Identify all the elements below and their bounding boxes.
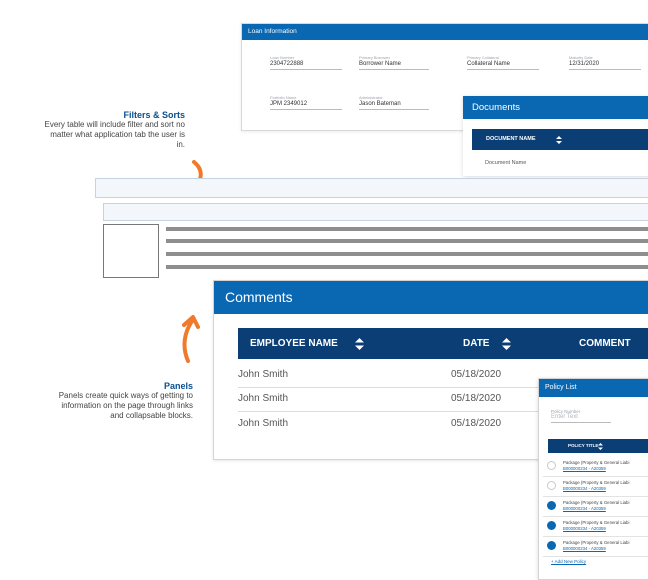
field-value: Collateral Name (467, 61, 539, 70)
policy-list-panel: Policy List Policy Number Enter Text POL… (538, 378, 648, 580)
callout-title: Panels (163, 381, 193, 391)
policy-title: Package (Property & General Liabi (563, 480, 630, 485)
sort-icon[interactable] (502, 338, 511, 350)
policy-number-field[interactable]: Policy Number Enter Text (551, 409, 611, 423)
table-row[interactable]: John Smith 05/18/2020 (238, 412, 548, 436)
policy-link[interactable]: B000000234 - A20359 (563, 546, 606, 551)
field-value: Jason Bateman (359, 101, 429, 110)
table-row[interactable]: John Smith 05/18/2020 (238, 387, 548, 412)
checkbox-unchecked-icon[interactable] (547, 461, 556, 470)
sort-icon[interactable] (556, 136, 562, 144)
employee-name-cell: John Smith (238, 393, 289, 404)
filters-callout: Filters & Sorts Every table will include… (40, 110, 185, 150)
list-item[interactable]: Package (Property & General Liabi B00000… (543, 456, 648, 477)
date-cell: 05/18/2020 (451, 369, 502, 380)
field-value: Borrower Name (359, 61, 429, 70)
comments-title: Comments (214, 281, 648, 314)
checkbox-checked-icon[interactable] (547, 521, 556, 530)
loan-information-title: Loan Information (242, 24, 648, 40)
employee-name-column-header[interactable]: EMPLOYEE NAME (250, 338, 338, 349)
policy-title: Package (Property & General Liabi (563, 500, 630, 505)
field-value: 12/31/2020 (569, 61, 641, 70)
field-label: Maturity Date (569, 55, 593, 60)
primary-borrower-field[interactable]: Primary Borrower Borrower Name (359, 55, 429, 70)
comments-table-header: EMPLOYEE NAME DATE COMMENT (238, 328, 648, 359)
wireframe-panel-box (103, 224, 159, 278)
column-header-label: DOCUMENT NAME (486, 136, 536, 142)
policy-link[interactable]: B000000234 - A20359 (563, 466, 606, 471)
add-new-policy-link[interactable]: + Add New Policy (551, 559, 587, 564)
table-row[interactable]: John Smith 05/18/2020 (238, 363, 548, 388)
sort-icon[interactable] (598, 443, 603, 450)
list-item[interactable]: Package (Property & General Liabi B00000… (543, 496, 648, 517)
comment-column-header[interactable]: COMMENT (579, 338, 631, 349)
sort-icon[interactable] (355, 338, 364, 350)
list-item[interactable]: Package (Property & General Liabi B00000… (543, 516, 648, 537)
wireframe-line (166, 265, 648, 269)
maturity-date-field[interactable]: Maturity Date 12/31/2020 (569, 55, 641, 70)
policy-title: Package (Property & General Liabi (563, 520, 630, 525)
date-cell: 05/18/2020 (451, 393, 502, 404)
column-header-label: POLICY TITLE (568, 443, 599, 448)
checkbox-unchecked-icon[interactable] (547, 481, 556, 490)
wireframe-line (166, 227, 648, 231)
field-label: Primary Borrower (359, 55, 391, 60)
document-name-column-header[interactable]: DOCUMENT NAME (472, 129, 648, 150)
policy-link[interactable]: B000000234 - A20359 (563, 526, 606, 531)
field-label: Policy Number (551, 409, 581, 414)
field-label: Loan Number (270, 55, 295, 60)
wireframe-line (166, 239, 648, 243)
callout-text: Every table will include filter and sort… (44, 120, 185, 149)
field-label: Portfolio Name (270, 95, 297, 100)
wireframe-toolbar (95, 178, 648, 198)
policy-list-title: Policy List (539, 379, 648, 397)
documents-title: Documents (463, 96, 648, 119)
field-label: Administrator (359, 95, 383, 100)
employee-name-cell: John Smith (238, 369, 289, 380)
comments-panel: Comments EMPLOYEE NAME DATE COMMENT John… (213, 280, 648, 460)
policy-number-input[interactable]: Enter Text (551, 414, 611, 423)
date-column-header[interactable]: DATE (463, 338, 490, 349)
policy-link[interactable]: B000000234 - A20359 (563, 486, 606, 491)
callout-title: Filters & Sorts (123, 110, 185, 120)
field-label: Primary Collateral (467, 55, 499, 60)
policy-title: Package (Property & General Liabi (563, 540, 630, 545)
administrator-field[interactable]: Administrator Jason Bateman (359, 95, 429, 110)
employee-name-cell: John Smith (238, 418, 289, 429)
date-cell: 05/18/2020 (451, 418, 502, 429)
arrow-up-icon (182, 315, 200, 363)
list-item[interactable]: Package (Property & General Liabi B00000… (543, 536, 648, 557)
callout-text: Panels create quick ways of getting to i… (58, 391, 193, 420)
list-item[interactable]: Package (Property & General Liabi B00000… (543, 476, 648, 497)
policy-title: Package (Property & General Liabi (563, 460, 630, 465)
checkbox-checked-icon[interactable] (547, 541, 556, 550)
field-value: JPM 2349012 (270, 101, 342, 110)
loan-number-field[interactable]: Loan Number 2304722888 (270, 55, 342, 70)
documents-panel: Documents DOCUMENT NAME Document Name (463, 96, 648, 176)
loan-information-panel: Loan Information Loan Number 2304722888 … (241, 23, 648, 131)
policy-title-column-header[interactable]: POLICY TITLE (548, 439, 648, 453)
document-name-cell[interactable]: Document Name (485, 160, 527, 166)
field-value: 2304722888 (270, 61, 342, 70)
wireframe-table-header (103, 203, 648, 221)
policy-link[interactable]: B000000234 - A20359 (563, 506, 606, 511)
wireframe-line (166, 252, 648, 256)
primary-collateral-field[interactable]: Primary Collateral Collateral Name (467, 55, 539, 70)
panels-callout: Panels Panels create quick ways of getti… (55, 381, 193, 421)
checkbox-checked-icon[interactable] (547, 501, 556, 510)
portfolio-name-field[interactable]: Portfolio Name JPM 2349012 (270, 95, 342, 110)
